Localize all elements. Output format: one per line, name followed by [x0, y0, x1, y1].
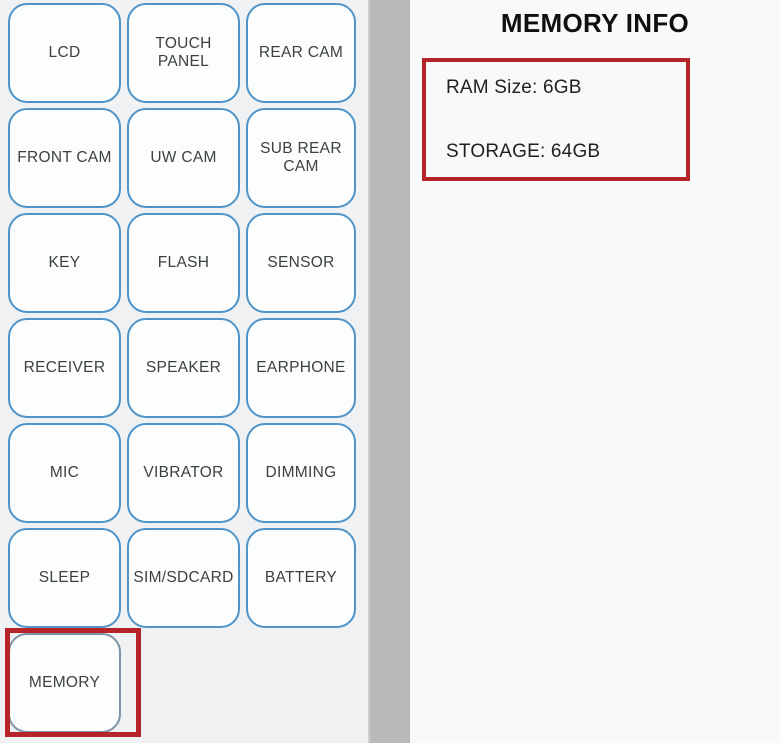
- test-button-earphone[interactable]: EARPHONE: [246, 318, 356, 418]
- test-button-key[interactable]: KEY: [8, 213, 121, 313]
- test-button-rear-cam[interactable]: REAR CAM: [246, 3, 356, 103]
- test-button-flash[interactable]: FLASH: [127, 213, 240, 313]
- memory-info-title: MEMORY INFO: [500, 8, 690, 38]
- test-button-sensor[interactable]: SENSOR: [246, 213, 356, 313]
- test-button-dimming[interactable]: DIMMING: [246, 423, 356, 523]
- test-button-receiver[interactable]: RECEIVER: [8, 318, 121, 418]
- test-button-sleep[interactable]: SLEEP: [8, 528, 121, 628]
- test-button-uw-cam[interactable]: UW CAM: [127, 108, 240, 208]
- test-button-sub-rear-cam[interactable]: SUB REAR CAM: [246, 108, 356, 208]
- test-button-mic[interactable]: MIC: [8, 423, 121, 523]
- test-button-speaker[interactable]: SPEAKER: [127, 318, 240, 418]
- panel-divider: [368, 0, 410, 743]
- ram-size-text: RAM Size: 6GB: [446, 77, 582, 98]
- memory-info-panel: MEMORY INFO RAM Size: 6GB STORAGE: 64GB: [410, 0, 780, 743]
- storage-size-text: STORAGE: 64GB: [446, 141, 601, 162]
- test-button-vibrator[interactable]: VIBRATOR: [127, 423, 240, 523]
- test-button-sim-sdcard[interactable]: SIM/SDCARD: [127, 528, 240, 628]
- test-button-lcd[interactable]: LCD: [8, 3, 121, 103]
- test-button-memory[interactable]: MEMORY: [8, 633, 121, 733]
- test-button-front-cam[interactable]: FRONT CAM: [8, 108, 121, 208]
- test-button-battery[interactable]: BATTERY: [246, 528, 356, 628]
- test-button-touch-panel[interactable]: TOUCH PANEL: [127, 3, 240, 103]
